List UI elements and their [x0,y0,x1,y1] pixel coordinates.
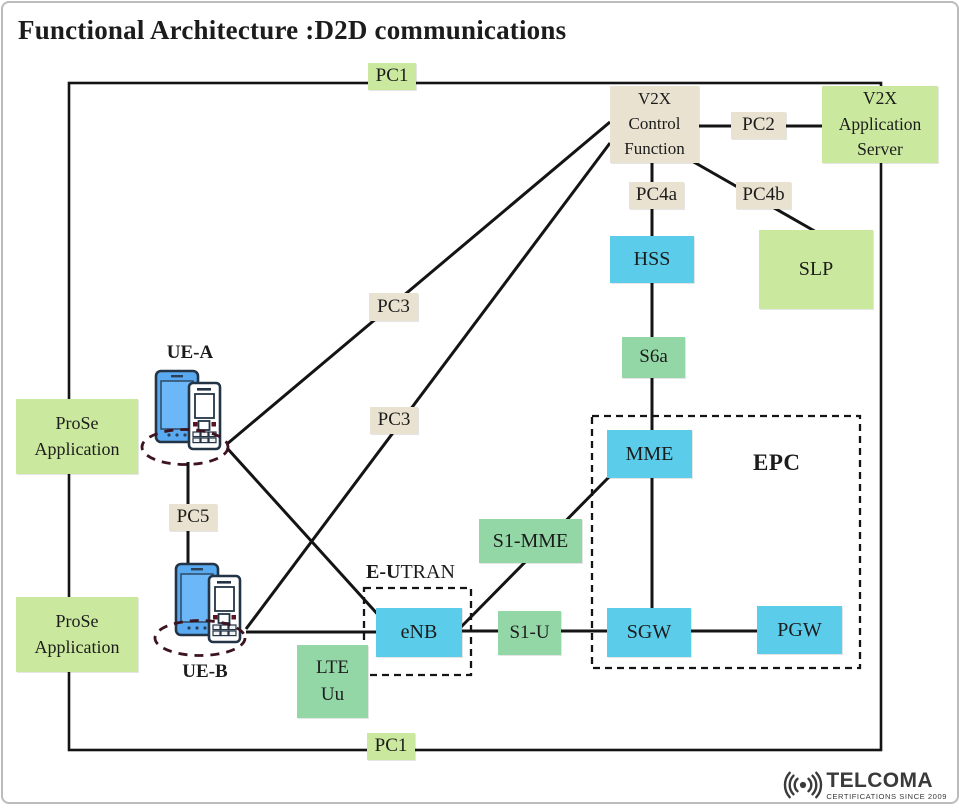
node-pc3-upper: PC3 [369,293,418,321]
node-v2x-control-function: V2X Control Function [610,86,699,163]
telcoma-brand-text: TELCOMA [826,768,933,792]
eutran-region-label: E-UTRAN [366,561,455,584]
line-uea-enb [225,446,383,620]
page-title: Functional Architecture :D2D communicati… [18,15,567,45]
epc-region-label: EPC [753,450,801,475]
node-prose-application-b: ProSe Application [16,597,138,672]
node-mme: MME [607,430,692,478]
node-pc1-bottom: PC1 [367,733,415,760]
node-slp: SLP [759,230,873,309]
node-pc2: PC2 [731,112,786,139]
node-s1-u: S1-U [498,611,561,655]
node-prose-application-a: ProSe Application [16,399,138,474]
ue-b-d2d-ellipse [153,619,247,657]
eutran-label-bold-part: E-U [366,561,401,583]
ue-b-label: UE-B [182,661,228,682]
ue-a-d2d-ellipse [140,428,230,466]
eutran-dashed-region [362,586,473,677]
node-pgw: PGW [757,606,842,654]
node-enb: eNB [376,608,462,657]
node-pc5: PC5 [169,504,217,531]
ue-a-phones-icon [154,369,222,451]
epc-dashed-region [590,414,862,670]
node-v2x-application-server: V2X Application Server [822,86,938,163]
node-pc4a: PC4a [629,182,684,209]
telcoma-tagline-text: CERTIFICATIONS SINCE 2009 [826,791,947,801]
node-pc1-top: PC1 [368,63,416,90]
node-s1-mme: S1-MME [479,519,582,563]
telcoma-logo: TELCOMA CERTIFICATIONS SINCE 2009 [782,768,947,802]
node-pc3-lower: PC3 [370,407,418,434]
line-uea-pc3-v2xcf [226,120,611,446]
telcoma-signal-icon [784,771,823,799]
node-s6a: S6a [622,337,685,378]
node-lte-uu: LTE Uu [297,645,368,718]
line-ueb-pc3-v2xcf [244,142,612,630]
node-sgw: SGW [607,608,691,657]
eutran-label-rest-part: TRAN [400,561,455,583]
ue-b-phones-icon [174,562,242,644]
ue-a-label: UE-A [166,342,214,363]
node-pc4b: PC4b [736,182,791,209]
node-hss: HSS [610,236,694,283]
